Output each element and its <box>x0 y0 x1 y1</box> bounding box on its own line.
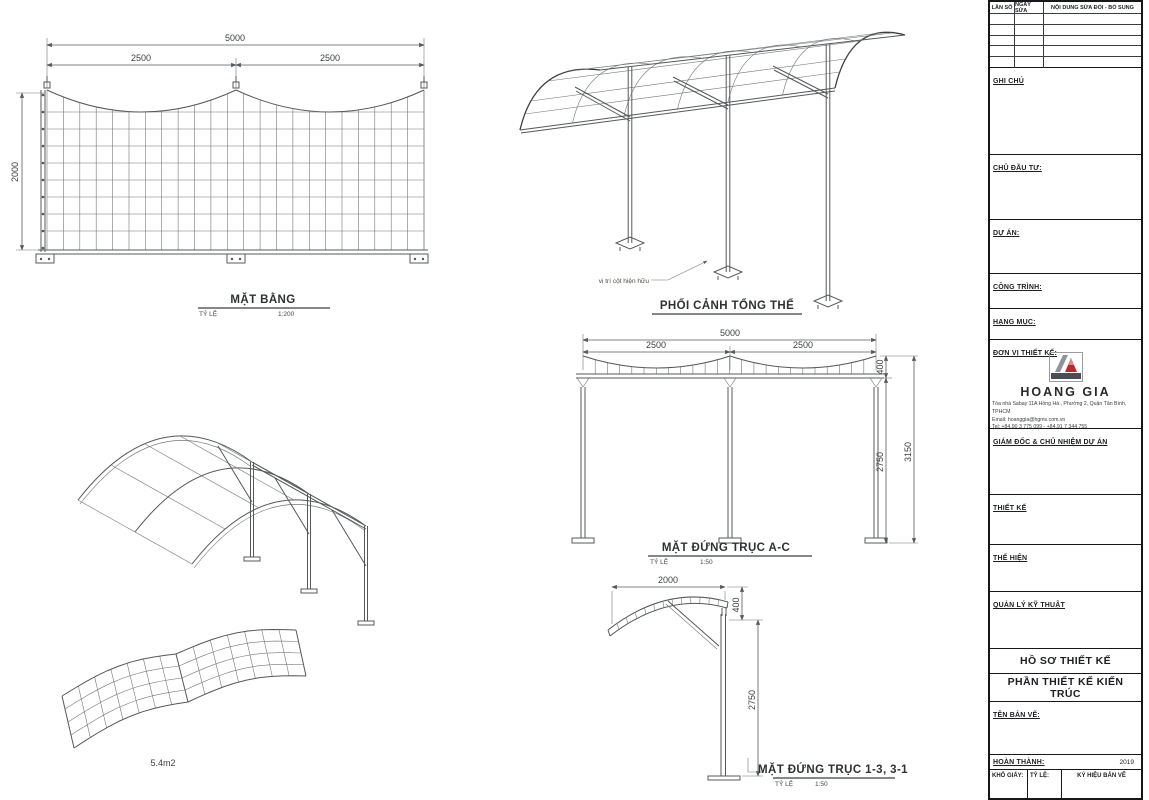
designer-section: ĐƠN VỊ THIẾT KẾ: HOANG GIA Tòa nhà Sabay… <box>990 340 1141 432</box>
elev-ac-dim-column: 2750 <box>875 452 885 472</box>
revision-row <box>990 35 1141 47</box>
elev-13-scale-value: 1:50 <box>815 781 828 788</box>
plan-dim-height: 2000 <box>10 162 20 182</box>
hoang-gia-logo <box>1048 352 1083 382</box>
company-name: HOANG GIA <box>1020 385 1111 399</box>
completion-section: HOÀN THÀNH: 2019 <box>990 755 1141 770</box>
revision-row <box>990 57 1141 68</box>
rev-col-noi-dung: NỘI DUNG SỬA ĐỔI - BỔ SUNG <box>1051 4 1134 11</box>
elev-ac-dim-total-height: 3150 <box>903 442 913 462</box>
works-label: CÔNG TRÌNH: <box>993 284 1042 291</box>
revision-row <box>990 14 1141 25</box>
elevation-13-view: 2000 400 2750 MẶT ĐỨNG TRỤC 1-3, 3-1 TỶ … <box>607 575 908 788</box>
paper-size-cell: KHỔ GIẤY: <box>990 770 1028 800</box>
company-info: HOANG GIA Tòa nhà Sabay 11A Hồng Hà , Ph… <box>990 352 1141 432</box>
plan-title: MẶT BẰNG <box>230 293 295 306</box>
completion-label: HOÀN THÀNH: <box>993 758 1045 766</box>
architecture-part-text: PHẦN THIẾT KẾ KIẾN TRÚC <box>1007 675 1124 700</box>
revision-row <box>990 46 1141 58</box>
works-section: CÔNG TRÌNH: <box>990 274 1141 309</box>
elev-ac-dim-canopy: 400 <box>875 359 885 374</box>
category-section: HẠNG MỤC: <box>990 309 1141 340</box>
plan-dim-total: 5000 <box>225 33 245 43</box>
plan-scale-value: 1:200 <box>278 311 295 318</box>
technical-management-label: QUẢN LÝ KỸ THUẬT <box>993 602 1066 609</box>
rev-col-lan-so: LẦN SỐ <box>990 2 1015 13</box>
rev-col-ngay-sua: NGÀY SỬA <box>1015 2 1044 14</box>
company-tel: Tel: +84.90 3 775 099 - +84.91 7 344 755 <box>992 424 1088 431</box>
designer-label: ĐƠN VỊ THIẾT KẾ: <box>993 350 1058 357</box>
drawing-canvas: 5000 2500 2500 2000 MẶT BẰNG TỶ LỆ 1:200 <box>10 31 918 788</box>
completion-year: 2019 <box>1119 758 1134 766</box>
hoang-gia-logo-mark <box>1050 355 1081 379</box>
notes-label: GHI CHÚ <box>993 78 1024 85</box>
elev-ac-scale-label: TỶ LỆ <box>650 557 669 566</box>
plan-dim-right: 2500 <box>320 53 340 63</box>
elev-13-dim-column: 2750 <box>747 690 757 710</box>
elev-13-dim-canopy: 400 <box>731 597 741 612</box>
plan-dim-left: 2500 <box>131 53 151 63</box>
project-label: DỰ ÁN: <box>993 230 1020 237</box>
design-label: THIẾT KẾ <box>993 505 1027 512</box>
technical-management-section: QUẢN LÝ KỸ THUẬT <box>990 592 1141 649</box>
revision-table: LẦN SỐ NGÀY SỬA NỘI DUNG SỬA ĐỔI - BỔ SU… <box>990 2 1141 68</box>
client-section: CHỦ ĐẦU TƯ: <box>990 155 1141 220</box>
title-block: LẦN SỐ NGÀY SỬA NỘI DUNG SỬA ĐỔI - BỔ SU… <box>988 0 1143 800</box>
elev-ac-dim-total: 5000 <box>720 328 740 338</box>
elev-ac-scale-value: 1:50 <box>700 559 713 566</box>
elevation-13-title: MẶT ĐỨNG TRỤC 1-3, 3-1 <box>758 763 908 776</box>
fabric-panel-view: 5.4m2 <box>61 628 307 768</box>
perspective-view: vị trí cột hiện hữu PHỐI CẢNH TỔNG THỂ <box>519 31 906 315</box>
drawing-name-section: TÊN BẢN VẼ: <box>990 702 1141 755</box>
perspective-note: vị trí cột hiện hữu <box>599 278 650 285</box>
dossier-title-text: HỒ SƠ THIẾT KẾ <box>1020 655 1111 667</box>
bottom-cells: KHỔ GIẤY: TỶ LỆ: KÝ HIỆU BẢN VẼ <box>990 770 1141 800</box>
presentation-section: THỂ HIỆN <box>990 545 1141 592</box>
revision-row <box>990 24 1141 36</box>
dossier-title: HỒ SƠ THIẾT KẾ <box>990 649 1141 674</box>
company-email: Email: hoanggia@hgms.com.vn <box>992 416 1066 423</box>
elevation-ac-view: 5000 2500 2500 400 2750 3150 MẶT <box>571 328 918 566</box>
scale-cell: TỶ LỆ: <box>1028 770 1062 800</box>
fabric-area-label: 5.4m2 <box>150 758 175 768</box>
revision-table-header: LẦN SỐ NGÀY SỬA NỘI DUNG SỬA ĐỔI - BỔ SU… <box>990 2 1141 14</box>
elevation-ac-title: MẶT ĐỨNG TRỤC A-C <box>662 541 790 554</box>
presentation-label: THỂ HIỆN <box>993 555 1028 562</box>
category-label: HẠNG MỤC: <box>993 319 1036 326</box>
elev-13-dim-width: 2000 <box>658 575 678 585</box>
project-section: DỰ ÁN: <box>990 220 1141 274</box>
elev-13-scale-label: TỶ LỆ <box>775 779 794 788</box>
design-section: THIẾT KẾ <box>990 495 1141 545</box>
perspective-title: PHỐI CẢNH TỔNG THỂ <box>660 298 794 312</box>
company-address: Tòa nhà Sabay 11A Hồng Hà , Phường 2, Qu… <box>992 401 1127 415</box>
director-section: GIÁM ĐỐC & CHỦ NHIỆM DỰ ÁN <box>990 429 1141 495</box>
frame-isometric-view <box>77 435 375 626</box>
plan-view: 5000 2500 2500 2000 MẶT BẰNG TỶ LỆ 1:200 <box>10 33 429 318</box>
architecture-part-title: PHẦN THIẾT KẾ KIẾN TRÚC <box>990 674 1141 702</box>
notes-section: GHI CHÚ <box>990 68 1141 155</box>
plan-scale-label: TỶ LỆ <box>199 309 218 318</box>
elev-ac-dim-right: 2500 <box>793 340 813 350</box>
client-label: CHỦ ĐẦU TƯ: <box>993 165 1042 172</box>
elev-ac-dim-left: 2500 <box>646 340 666 350</box>
drawing-code-cell: KÝ HIỆU BẢN VẼ <box>1077 773 1126 779</box>
drawing-name-label: TÊN BẢN VẼ: <box>993 712 1040 719</box>
director-label: GIÁM ĐỐC & CHỦ NHIỆM DỰ ÁN <box>993 439 1108 446</box>
